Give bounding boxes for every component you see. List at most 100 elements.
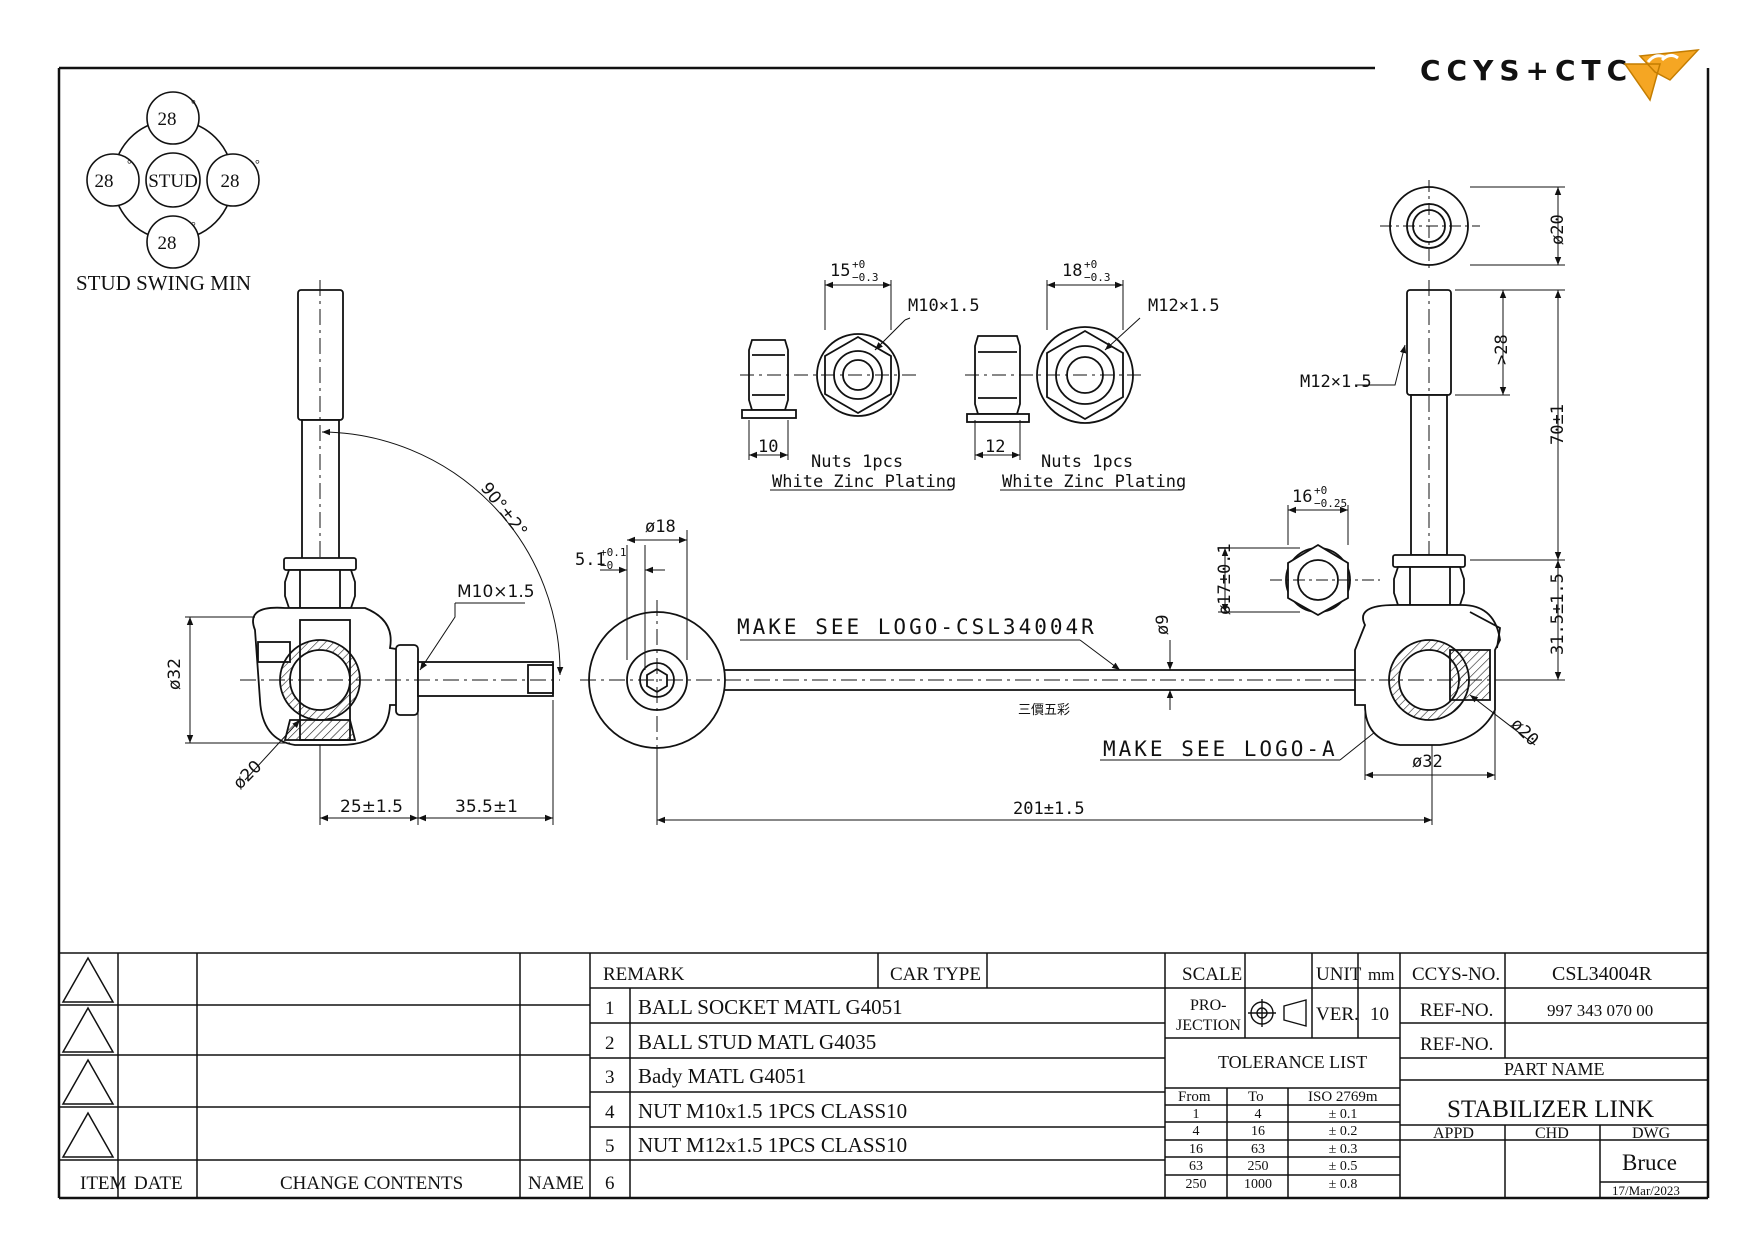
tol-cell-r1-c3: ± 0.1 — [1329, 1107, 1358, 1122]
sheet-border — [57, 66, 1710, 1200]
stud-swing-title: STUD SWING MIN — [76, 271, 251, 295]
nut2-width: 18 — [1062, 261, 1082, 281]
remark-text-5: NUT M12x1.5 1PCS CLASS10 — [638, 1133, 907, 1157]
left-thread-label: M10×1.5 — [457, 582, 535, 602]
left-dia-32: ø32 — [165, 658, 185, 690]
tol-cell-r4-c2: 250 — [1248, 1159, 1269, 1174]
rod-dia: ø9 — [1153, 615, 1173, 635]
nut2-height: 12 — [985, 437, 1005, 457]
logo-note-top: MAKE SEE LOGO-CSL34004R — [737, 615, 1097, 639]
swing-angle-left: 28 — [95, 171, 114, 192]
svg-text:°: ° — [191, 219, 196, 233]
top-dia-20: ø20 — [1548, 214, 1568, 245]
rev-change-header: CHANGE CONTENTS — [280, 1173, 463, 1194]
center-dimensions — [600, 530, 1433, 825]
ccys-wing-logo-icon — [1623, 49, 1700, 102]
drawn-by: Bruce — [1622, 1150, 1677, 1175]
nut2-qty: Nuts 1pcs — [1041, 452, 1133, 472]
eye-dia: ø18 — [645, 517, 676, 537]
nut1-thread: M10×1.5 — [908, 296, 980, 316]
dim-201: 201±1.5 — [1013, 799, 1085, 819]
remark-text-4: NUT M10x1.5 1PCS CLASS10 — [638, 1099, 907, 1123]
tol-cell-r5-c2: 1000 — [1244, 1177, 1272, 1192]
remark-no-4: 4 — [605, 1102, 615, 1123]
swing-angle-bottom: 28 — [158, 233, 177, 254]
ccys-no-label: CCYS-NO. — [1412, 964, 1500, 985]
hex-tol-lower: −0.25 — [1314, 497, 1347, 510]
hex-dia: ø17±0.1 — [1215, 543, 1235, 615]
tol-cell-r3-c1: 16 — [1189, 1142, 1203, 1157]
car-type-label: CAR TYPE — [890, 964, 981, 985]
part-name-value: STABILIZER LINK — [1447, 1096, 1654, 1123]
nut2-thread: M12×1.5 — [1148, 296, 1220, 316]
tol-cell-r4-c3: ± 0.5 — [1329, 1159, 1358, 1174]
remark-no-3: 3 — [605, 1067, 615, 1088]
nut1-tol-upper: +0 — [852, 258, 865, 271]
ref-no-label: REF-NO. — [1420, 1000, 1493, 1021]
unit-label: UNIT — [1316, 964, 1362, 985]
nut2-tol-upper: +0 — [1084, 258, 1097, 271]
angle-90: 90°±2° — [476, 479, 531, 542]
title-block-lines — [59, 952, 1708, 1198]
tol-cell-r4-c1: 63 — [1189, 1159, 1203, 1174]
stud-label: STUD — [148, 171, 198, 192]
tol-cell-r2-c2: 16 — [1251, 1124, 1265, 1139]
right-dimensions — [1218, 186, 1565, 780]
nut2-tol-lower: −0.3 — [1084, 271, 1111, 284]
unit-value: mm — [1368, 965, 1394, 984]
ver-value: 10 — [1370, 1004, 1389, 1025]
dim-35-5: 35.5±1 — [455, 797, 518, 817]
rev-name-header: NAME — [528, 1173, 584, 1194]
tol-cell-r3-c2: 63 — [1251, 1142, 1265, 1157]
remark-no-6: 6 — [605, 1173, 615, 1194]
ref-no-value: 997 343 070 00 — [1547, 1001, 1653, 1020]
nut-m12-views — [965, 326, 1145, 424]
ver-label: VER. — [1316, 1004, 1359, 1025]
remark-text-1: BALL SOCKET MATL G4051 — [638, 995, 903, 1019]
svg-text:°: ° — [255, 157, 260, 171]
dim-70: 70±1 — [1548, 404, 1568, 445]
remark-no-5: 5 — [605, 1136, 615, 1157]
nut-dimensions — [748, 280, 1180, 491]
dwg-label: DWG — [1632, 1125, 1671, 1142]
right-dia-32: ø32 — [1412, 752, 1443, 772]
nut1-height: 10 — [758, 437, 778, 457]
rev-item-header: ITEM — [80, 1173, 127, 1194]
ref-no2-label: REF-NO. — [1420, 1034, 1493, 1055]
remark-no-2: 2 — [605, 1033, 615, 1054]
nut1-width: 15 — [830, 261, 850, 281]
projection-label-2: JECTION — [1176, 1017, 1241, 1034]
revision-triangles — [61, 956, 115, 1158]
chinese-mark: 三價五彩 — [1018, 703, 1070, 718]
tolerance-title: TOLERANCE LIST — [1218, 1052, 1367, 1072]
dim-31-5: 31.5±1.5 — [1548, 573, 1568, 655]
hex-tol-upper: +0 — [1314, 484, 1327, 497]
eye-offset: 5.1 — [575, 550, 606, 570]
nut-m10-views — [740, 333, 920, 419]
scale-label: SCALE — [1182, 964, 1242, 985]
tol-header-to: To — [1248, 1089, 1264, 1105]
right-thread: M12×1.5 — [1300, 372, 1372, 392]
swing-angle-right: 28 — [221, 171, 240, 192]
chd-label: CHD — [1535, 1125, 1569, 1142]
tol-cell-r5-c1: 250 — [1186, 1177, 1207, 1192]
part-name-label: PART NAME — [1504, 1059, 1604, 1079]
right-view — [1270, 180, 1510, 746]
stud-swing-diagram — [86, 91, 260, 269]
nut1-finish: White Zinc Plating — [772, 472, 956, 492]
tol-cell-r2-c1: 4 — [1193, 1124, 1200, 1139]
ccys-logo: CCYS+CTC — [1420, 49, 1700, 102]
projection-symbol-icon — [1248, 999, 1307, 1027]
svg-text:°: ° — [127, 157, 132, 171]
tol-cell-r2-c3: ± 0.2 — [1329, 1124, 1358, 1139]
projection-label-1: PRO- — [1190, 997, 1226, 1014]
tol-cell-r1-c2: 4 — [1255, 1107, 1262, 1122]
remark-no-1: 1 — [605, 998, 615, 1019]
logo-note-bottom: MAKE SEE LOGO-A — [1103, 737, 1338, 761]
remark-label: REMARK — [603, 964, 685, 985]
right-dia-20: ø20 — [1506, 714, 1542, 750]
eye-offset-upper: +0.1 — [600, 546, 627, 559]
eye-offset-lower: −0 — [600, 559, 613, 572]
